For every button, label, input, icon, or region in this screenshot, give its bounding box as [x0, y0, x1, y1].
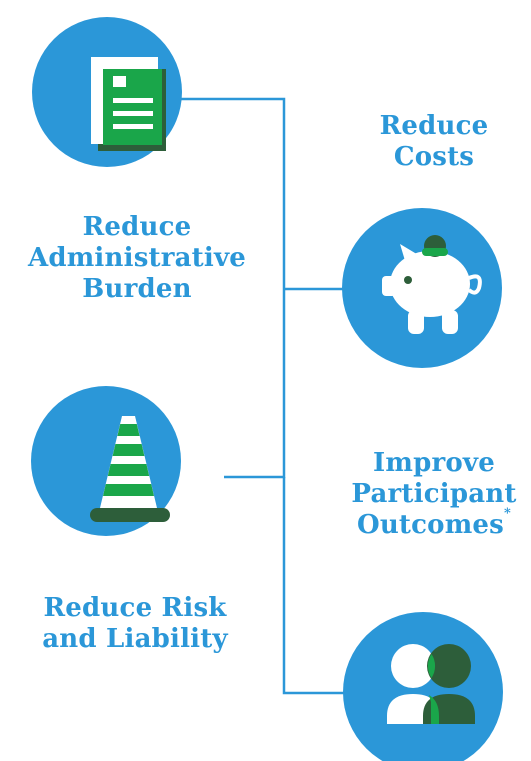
outcomes-label-line-2: Participant	[351, 479, 517, 509]
outcomes-label-line-3-text: Outcomes	[356, 510, 505, 540]
connector-admin	[178, 97, 286, 289]
admin-circle	[32, 17, 182, 167]
admin-label-line-3: Burden	[82, 274, 192, 304]
risk-label-line-2: and Liability	[42, 624, 228, 654]
connector-outcomes	[282, 477, 344, 695]
outcomes-label-line-3: Outcomes*	[344, 507, 524, 541]
admin-label: Reduce Administrative Burden	[22, 212, 252, 305]
costs-label-line-2: Costs	[393, 142, 475, 172]
costs-label-line-1: Reduce	[379, 111, 489, 141]
traffic-cone-icon	[90, 416, 170, 522]
footnote-marker: *	[504, 506, 512, 521]
admin-label-line-2: Administrative	[27, 243, 247, 273]
outcomes-circle	[343, 612, 503, 761]
admin-label-line-1: Reduce	[82, 212, 192, 242]
risk-label-line-1: Reduce Risk	[43, 593, 227, 623]
connector-risk	[224, 289, 286, 479]
risk-label: Reduce Risk and Liability	[20, 593, 250, 655]
costs-label: Reduce Costs	[354, 111, 514, 173]
outcomes-label-line-1: Improve	[373, 448, 495, 478]
people-icon	[387, 644, 475, 724]
outcomes-label: Improve Participant Outcomes*	[344, 448, 524, 541]
piggy-bank-icon	[382, 235, 482, 334]
risk-circle	[31, 386, 181, 536]
document-icon	[91, 57, 166, 151]
costs-circle	[342, 208, 502, 368]
